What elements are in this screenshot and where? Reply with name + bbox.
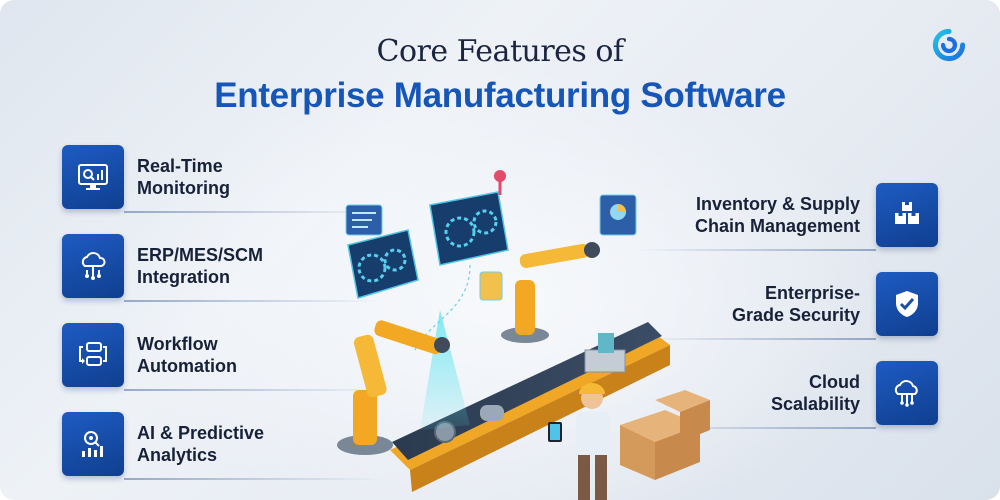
feature-label-line2: Automation	[137, 356, 237, 376]
feature-cloud-scalability: Cloud Scalability	[620, 361, 938, 429]
workflow-icon	[79, 342, 107, 366]
title-line-2: Enterprise Manufacturing Software	[214, 76, 786, 115]
hologram-pie-panel	[599, 194, 637, 236]
boxes-icon	[895, 202, 919, 224]
divider	[636, 338, 876, 340]
factory-illustration	[337, 170, 710, 500]
worker-figure	[548, 383, 610, 500]
feature-label-line1: Workflow	[137, 334, 218, 354]
hologram-chart-panel	[345, 204, 383, 236]
divider	[636, 249, 876, 251]
feature-erp-mes-scm-integration: ERP/MES/SCM Integration	[62, 234, 392, 302]
hologram-gear-panel	[429, 191, 509, 266]
hologram-gear-panel	[347, 229, 419, 299]
ai-analytics-icon	[82, 431, 103, 457]
metal-part	[480, 405, 504, 421]
feature-label-line1: Enterprise-	[764, 283, 860, 303]
feature-label-line2: Analytics	[137, 445, 218, 465]
divider	[124, 211, 384, 213]
feature-real-time-monitoring: Real-Time Monitoring	[62, 145, 392, 213]
feature-label-line1: Cloud	[809, 372, 860, 392]
feature-label-line2: Scalability	[770, 394, 860, 414]
feature-inventory-supply-chain: Inventory & Supply Chain Management	[620, 183, 938, 251]
cloud-circuit-icon	[894, 380, 918, 407]
feature-label-line2: Grade Security	[731, 305, 860, 325]
machine-head	[598, 333, 614, 353]
feature-label-line2: Chain Management	[694, 216, 860, 236]
title-line-1: Core Features of	[376, 34, 624, 69]
shield-check-icon	[896, 291, 918, 317]
feature-label-line2: Monitoring	[137, 178, 230, 198]
cloud-network-icon	[81, 252, 106, 280]
feature-label-line1: AI & Predictive	[137, 423, 265, 443]
feature-ai-predictive-analytics: AI & Predictive Analytics	[62, 412, 392, 480]
divider	[124, 389, 384, 391]
cardboard-boxes	[620, 390, 710, 480]
divider	[124, 300, 384, 302]
feature-label-line2: Integration	[137, 267, 230, 287]
divider	[636, 427, 876, 429]
divider	[124, 478, 384, 480]
feature-label-line1: Inventory & Supply	[695, 194, 860, 214]
feature-label-line1: Real-Time	[137, 156, 223, 176]
feature-workflow-automation: Workflow Automation	[62, 323, 392, 391]
monitor-analytics-icon	[78, 164, 108, 190]
robotic-arm-left	[337, 320, 450, 455]
brand-ring-logo	[932, 28, 966, 62]
robotic-arm-right	[479, 242, 600, 343]
feature-enterprise-grade-security: Enterprise- Grade Security	[620, 272, 938, 340]
scanner-beam	[420, 310, 470, 430]
machine-block	[584, 349, 626, 373]
feature-label-line1: ERP/MES/SCM	[137, 245, 264, 265]
